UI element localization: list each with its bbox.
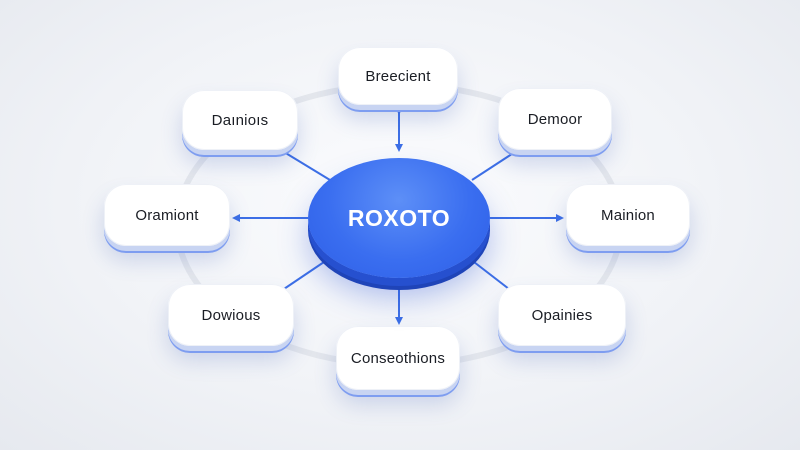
node-conseothions[interactable]: Conseothions (336, 326, 460, 390)
node-oramiont[interactable]: Oramiont (104, 184, 230, 246)
node-label: Daınioıs (211, 111, 269, 129)
hub-label: ROXOTO (347, 204, 451, 231)
connector-dainios (283, 151, 331, 181)
node-demoor[interactable]: Demoor (498, 88, 612, 150)
node-dowious[interactable]: Dowious (168, 284, 294, 346)
node-label: Dowious (201, 306, 261, 324)
node-label: Conseothions (350, 349, 446, 367)
node-dainios[interactable]: Daınioıs (182, 90, 298, 150)
node-label: Breecient (365, 67, 431, 85)
connector-demoor (471, 148, 520, 181)
node-label: Mainion (601, 206, 655, 224)
node-label: Demoor (527, 110, 583, 128)
node-opainies[interactable]: Opainies (498, 284, 626, 346)
node-breecient[interactable]: Breecient (338, 47, 458, 105)
central-hub-node[interactable]: ROXOTO (308, 158, 490, 278)
node-label: Opainies (531, 306, 593, 324)
node-label: Oramiont (135, 206, 199, 224)
node-mainion[interactable]: Mainion (566, 184, 690, 246)
